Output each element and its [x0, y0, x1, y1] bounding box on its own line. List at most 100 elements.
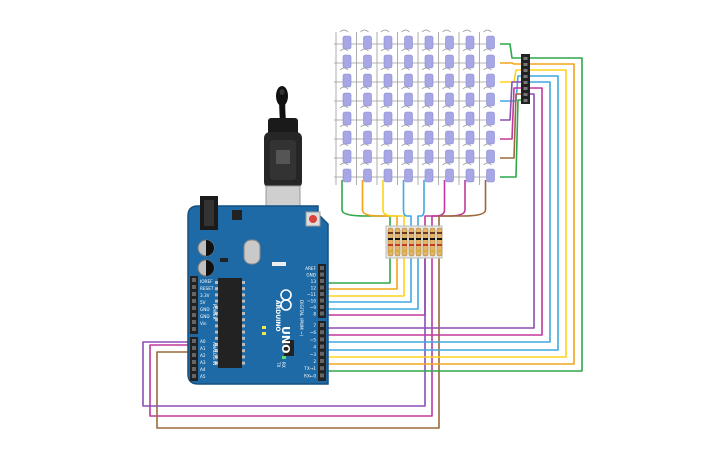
matrix-led[interactable] [421, 105, 434, 126]
matrix-row-wire[interactable] [500, 99, 523, 178]
matrix-led[interactable] [462, 124, 475, 145]
digital-wire[interactable] [324, 256, 426, 316]
matrix-led[interactable] [483, 162, 495, 183]
usb-cable[interactable] [264, 86, 302, 223]
matrix-led[interactable] [380, 162, 393, 183]
matrix-led[interactable] [483, 143, 495, 164]
matrix-led[interactable] [360, 67, 372, 88]
matrix-led[interactable] [339, 105, 352, 126]
resistor[interactable] [401, 227, 408, 257]
matrix-led[interactable] [442, 162, 454, 183]
matrix-led[interactable] [442, 86, 454, 107]
matrix-led[interactable] [360, 124, 372, 145]
matrix-row-wire[interactable] [500, 81, 523, 121]
resistor[interactable] [436, 227, 443, 257]
header-pin[interactable] [523, 87, 528, 90]
header-pin[interactable] [523, 93, 528, 96]
resistor[interactable] [408, 227, 415, 257]
column-wire[interactable] [402, 180, 412, 228]
matrix-led[interactable] [360, 86, 372, 107]
row-wire[interactable] [324, 57, 583, 372]
matrix-led[interactable] [380, 124, 393, 145]
row-wire[interactable] [324, 81, 551, 343]
matrix-led[interactable] [339, 124, 352, 145]
matrix-led[interactable] [462, 67, 475, 88]
analog-wire[interactable] [142, 256, 426, 407]
resistor[interactable] [422, 227, 429, 257]
matrix-row-wire[interactable] [500, 43, 523, 59]
column-wire[interactable] [431, 180, 466, 228]
row-wire[interactable] [324, 75, 559, 351]
column-wire[interactable] [417, 180, 425, 228]
matrix-led[interactable] [421, 67, 434, 88]
matrix-led[interactable] [360, 105, 372, 126]
matrix-row-wire[interactable] [500, 62, 523, 65]
digital-header-low[interactable] [318, 321, 326, 381]
matrix-led[interactable] [380, 29, 393, 50]
matrix-led[interactable] [380, 143, 393, 164]
matrix-led[interactable] [360, 162, 372, 183]
matrix-led[interactable] [462, 143, 475, 164]
matrix-led[interactable] [442, 67, 454, 88]
matrix-led[interactable] [483, 67, 495, 88]
matrix-led[interactable] [442, 29, 454, 50]
digital-header-high[interactable] [318, 264, 326, 318]
matrix-led[interactable] [339, 29, 352, 50]
matrix-led[interactable] [380, 105, 393, 126]
matrix-led[interactable] [401, 86, 413, 107]
column-wire[interactable] [341, 180, 391, 228]
matrix-led[interactable] [380, 86, 393, 107]
matrix-row-wire[interactable] [500, 93, 523, 159]
matrix-led[interactable] [401, 29, 413, 50]
digital-wire[interactable] [324, 256, 405, 297]
matrix-led[interactable] [462, 48, 475, 69]
matrix-led[interactable] [421, 124, 434, 145]
row-wire[interactable] [324, 63, 575, 365]
matrix-led[interactable] [462, 86, 475, 107]
matrix-led[interactable] [483, 29, 495, 50]
matrix-led[interactable] [483, 105, 495, 126]
matrix-led[interactable] [339, 143, 352, 164]
column-wire[interactable] [438, 180, 487, 228]
matrix-led[interactable] [339, 67, 352, 88]
matrix-led[interactable] [401, 143, 413, 164]
matrix-led[interactable] [401, 162, 413, 183]
column-wire[interactable] [361, 180, 398, 228]
matrix-led[interactable] [339, 162, 352, 183]
column-wire[interactable] [424, 180, 446, 228]
matrix-led[interactable] [483, 48, 495, 69]
analog-wire[interactable] [149, 256, 433, 417]
header-pin[interactable] [523, 99, 528, 102]
digital-wire[interactable] [324, 256, 391, 284]
resistor[interactable] [394, 227, 401, 257]
matrix-led[interactable] [442, 48, 454, 69]
matrix-led[interactable] [462, 105, 475, 126]
led-matrix[interactable] [334, 29, 495, 185]
digital-wire[interactable] [324, 256, 398, 290]
analog-header[interactable] [190, 337, 198, 381]
matrix-led[interactable] [442, 124, 454, 145]
matrix-led[interactable] [401, 105, 413, 126]
matrix-led[interactable] [421, 143, 434, 164]
matrix-led[interactable] [442, 105, 454, 126]
matrix-row-wire[interactable] [500, 87, 523, 140]
header-pin[interactable] [523, 57, 528, 60]
header-pin[interactable] [523, 81, 528, 84]
matrix-led[interactable] [421, 48, 434, 69]
matrix-led[interactable] [339, 48, 352, 69]
matrix-led[interactable] [380, 67, 393, 88]
power-header[interactable] [190, 276, 198, 334]
matrix-led[interactable] [360, 29, 372, 50]
matrix-led[interactable] [462, 29, 475, 50]
matrix-led[interactable] [483, 86, 495, 107]
row-wire[interactable] [324, 87, 543, 336]
matrix-row-wire[interactable] [500, 69, 523, 83]
row-wire[interactable] [324, 93, 535, 329]
resistor[interactable] [429, 227, 436, 257]
matrix-led[interactable] [401, 67, 413, 88]
digital-wire[interactable] [324, 256, 412, 303]
matrix-led[interactable] [401, 124, 413, 145]
header-pin[interactable] [523, 63, 528, 66]
matrix-led[interactable] [442, 143, 454, 164]
